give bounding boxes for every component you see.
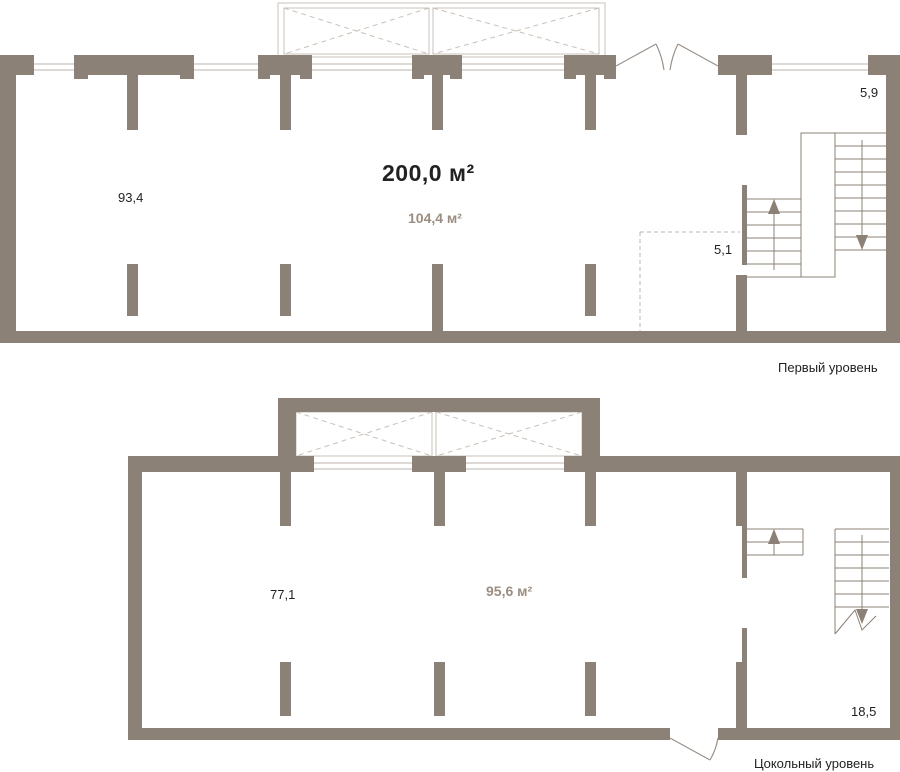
upper-walls — [0, 55, 900, 343]
upper-windows — [34, 63, 868, 71]
upper-storage-outline — [639, 231, 740, 331]
upper-level-plan — [0, 2, 900, 343]
lower-main-hall-area: 77,1 — [270, 587, 296, 602]
upper-storage-area: 5,1 — [714, 242, 733, 257]
lower-level-area: 95,6 м² — [486, 583, 533, 599]
upper-main-hall-area: 93,4 — [118, 190, 144, 205]
arrow-up-icon — [768, 529, 780, 544]
lower-staircase — [747, 528, 889, 635]
arrow-down-icon — [856, 609, 868, 624]
upper-corner-room-area: 5,9 — [860, 85, 879, 100]
lower-windows — [314, 462, 564, 470]
lower-stair-hall-area: 18,5 — [851, 704, 877, 719]
lower-bay-window — [295, 411, 583, 457]
lower-level-plan — [128, 398, 900, 761]
lower-walls — [128, 398, 900, 740]
upper-level-caption: Первый уровень — [778, 360, 878, 375]
lower-level-caption: Цокольный уровень — [754, 756, 875, 771]
upper-bay-window — [277, 2, 606, 58]
total-area: 200,0 м² — [382, 160, 475, 186]
lower-exit-door — [669, 737, 719, 761]
upper-staircase — [747, 132, 889, 278]
arrow-down-icon — [856, 235, 868, 250]
upper-level-area: 104,4 м² — [408, 210, 462, 226]
upper-entrance-door — [615, 43, 719, 71]
arrow-up-icon — [768, 199, 780, 214]
